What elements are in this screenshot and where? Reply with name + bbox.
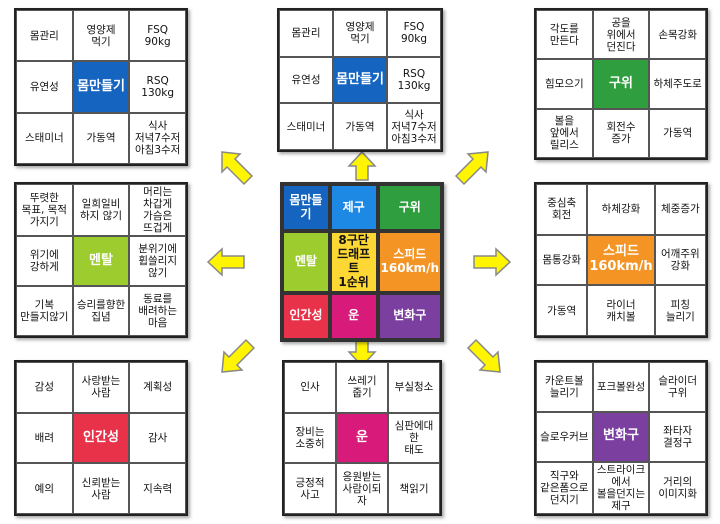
grid-cell: 회전수 증가 <box>592 108 650 158</box>
core-human: 인간성 <box>282 292 330 340</box>
grid-cell: 손목강화 <box>649 10 706 60</box>
core-body: 몸만들기 <box>282 184 330 232</box>
grid-cell: 라이너 캐치볼 <box>587 285 655 336</box>
grid-cell: 가동역 <box>536 285 588 336</box>
grid-cell: 배려 <box>16 412 73 464</box>
grid-cell: 기복 만들지않기 <box>16 286 73 336</box>
grid-cell: 사랑받는 사람 <box>72 362 130 413</box>
grid-cell: 신뢰받는 사람 <box>72 463 130 514</box>
grid-cell: 가동역 <box>649 108 706 158</box>
arrow-up-left <box>221 151 254 186</box>
grid-cell: 쓰레기 줍기 <box>336 362 388 413</box>
grid-cell: 공을 위에서 던진다 <box>592 10 650 60</box>
grid-cell: 하체강화 <box>587 184 655 235</box>
arrow-up-right <box>454 151 489 186</box>
grid-cell: 유연성 <box>16 61 73 113</box>
core-grid: 몸만들기 제구 구위 멘탈 8구단 드래프트 1순위 스피드 160km/h 인… <box>280 182 444 342</box>
grid-cell: 긍정적 사고 <box>284 463 336 514</box>
grid-cell: 힘모으기 <box>536 59 593 109</box>
body-top-left-center: 몸만들기 <box>72 61 130 113</box>
grid-cell: 좌타자 결정구 <box>649 411 706 462</box>
grid-cell: 분위기에 휩쓸리지 않기 <box>129 236 186 287</box>
grid-cell: 뚜렷한 목표, 목적 가지기 <box>16 184 73 237</box>
breaking-center: 변화구 <box>592 411 650 462</box>
grid-cell: 예의 <box>16 463 73 514</box>
core-mental: 멘탈 <box>282 231 330 293</box>
mental-center: 멘탈 <box>72 236 130 287</box>
core-luck: 운 <box>329 292 378 340</box>
grid-cell: 스태미너 <box>16 112 73 164</box>
core-speed: 스피드 160km/h <box>377 231 442 293</box>
grid-cell: 스트라이크에서 볼을던지는 제구 <box>592 461 650 514</box>
grid-cell: 계획성 <box>129 362 186 413</box>
grid-cell: RSQ 130kg <box>129 61 186 113</box>
grid-cell: 부실청소 <box>388 362 440 413</box>
grid-cell: 식사 저녁7수저 아침3수저 <box>387 103 441 150</box>
core-pitch: 구위 <box>377 184 442 232</box>
speed-center: 스피드 160km/h <box>587 234 655 286</box>
grid-cell: 가동역 <box>72 112 130 164</box>
grid-cell: 장비는 소중히 <box>284 412 336 464</box>
grid-cell: 영양제 먹기 <box>333 10 387 57</box>
grid-cell: 카운트볼 늘리기 <box>536 362 593 412</box>
core-goal: 8구단 드래프트 1순위 <box>329 231 378 293</box>
grid-cell: 몸통강화 <box>536 234 588 286</box>
grid-cell: 동료를 배려하는 마음 <box>129 286 186 336</box>
grid-cell: 승리를향한 집념 <box>72 286 130 336</box>
arrow-right <box>473 247 512 277</box>
grid-cell: 거리의 이미지화 <box>649 461 706 514</box>
human-center: 인간성 <box>72 412 130 464</box>
grid-cell: 체중증가 <box>654 184 706 235</box>
grid-cell: 피칭 늘리기 <box>654 285 706 336</box>
grid-cell: 중심축 회전 <box>536 184 588 235</box>
grid-cell: 직구와 같은폼으로 던지기 <box>536 461 593 514</box>
arrow-down-left <box>221 338 256 373</box>
grid-cell: 스태미너 <box>279 103 333 150</box>
arrow-up <box>347 150 377 181</box>
grid-cell: 감사 <box>129 412 186 464</box>
grid-cell: RSQ 130kg <box>387 56 441 104</box>
grid-cell: 몸관리 <box>279 10 333 57</box>
grid-cell: FSQ 90kg <box>387 10 441 57</box>
arrow-down-right <box>466 338 501 373</box>
grid-cell: 머리는 차갑게 가슴은 뜨겁게 <box>129 184 186 237</box>
core-breaking: 변화구 <box>377 292 442 340</box>
grid-cell: 가동역 <box>333 103 387 150</box>
grid-cell: 어깨주위 강화 <box>654 234 706 286</box>
grid-cell: 지속력 <box>129 463 186 514</box>
grid-cell: 포크볼완성 <box>592 362 650 412</box>
body-top-center: 몸만들기 <box>333 56 387 104</box>
grid-cell: 영양제 먹기 <box>72 10 130 62</box>
grid-cell: 슬라이더 구위 <box>649 362 706 412</box>
grid-cell: 인사 <box>284 362 336 413</box>
grid-cell: 응원받는 사람이되자 <box>336 463 388 514</box>
grid-cell: 하체주도로 <box>649 59 706 109</box>
grid-cell: FSQ 90kg <box>129 10 186 62</box>
grid-cell: 유연성 <box>279 56 333 104</box>
grid-cell: 감성 <box>16 362 73 413</box>
arrow-left <box>206 247 245 277</box>
grid-cell: 일희일비 하지 않기 <box>72 184 130 237</box>
grid-cell: 식사 저녁7수저 아침3수저 <box>129 112 186 164</box>
grid-cell: 슬로우커브 <box>536 411 593 462</box>
luck-center: 운 <box>336 412 388 464</box>
grid-cell: 각도를 만든다 <box>536 10 593 60</box>
grid-cell: 볼을 앞에서 릴리스 <box>536 108 593 158</box>
pitch-center: 구위 <box>592 59 650 109</box>
grid-cell: 책읽기 <box>388 463 440 514</box>
grid-cell: 위기에 강하게 <box>16 236 73 287</box>
core-stamina: 제구 <box>329 184 378 232</box>
grid-cell: 심판에대한 태도 <box>388 412 440 464</box>
grid-cell: 몸관리 <box>16 10 73 62</box>
